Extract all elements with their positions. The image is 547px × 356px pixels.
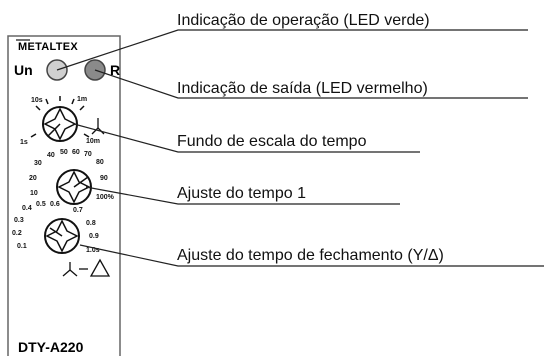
dial-time-range-label-1m: 1m xyxy=(77,96,87,103)
dial-adjust1-label-70: 70 xyxy=(84,151,92,158)
dial-closing-label-0.7: 0.7 xyxy=(73,207,83,214)
star-delta-icon xyxy=(62,258,111,277)
dial-adjust1-label-90: 90 xyxy=(100,175,108,182)
led-label-un: Un xyxy=(14,62,33,78)
annotation-time-range: Fundo de escala do tempo xyxy=(177,133,367,150)
dial-time-range-label-10m: 10m xyxy=(86,138,100,145)
dial-time-range[interactable] xyxy=(30,96,90,142)
dial-adjust1-label-60: 60 xyxy=(72,149,80,156)
dial-closing-label-0.4: 0.4 xyxy=(22,205,32,212)
dial-time-range-label-1s: 1s xyxy=(20,139,28,146)
dial-closing-label-0.6: 0.6 xyxy=(50,201,60,208)
callout-lines xyxy=(56,29,544,267)
dial-closing-label-0.8: 0.8 xyxy=(86,220,96,227)
annotation-output-led: Indicação de saída (LED vermelho) xyxy=(177,80,428,97)
annotation-operation-led: Indicação de operação (LED verde) xyxy=(177,12,430,29)
dial-time-adjust-1[interactable] xyxy=(56,169,92,205)
dial-closing-label-0.5: 0.5 xyxy=(36,201,46,208)
annotation-time-adjust-1: Ajuste do tempo 1 xyxy=(177,185,306,202)
brand-logo: METALTEX xyxy=(18,41,78,53)
dial-time-adjust-closing[interactable] xyxy=(44,218,80,254)
dial-adjust1-label-50: 50 xyxy=(60,149,68,156)
dial-adjust1-label-30: 30 xyxy=(34,160,42,167)
dial-closing-label-0.3: 0.3 xyxy=(14,217,24,224)
dial-adjust1-label-10: 10 xyxy=(30,190,38,197)
dial-adjust1-label-20: 20 xyxy=(29,175,37,182)
dial-adjust1-label-40: 40 xyxy=(47,152,55,159)
led-label-r: R xyxy=(110,62,120,78)
dial-adjust1-label-80: 80 xyxy=(96,159,104,166)
dial-time-range-label-10s: 10s xyxy=(31,97,43,104)
dial-adjust1-label-100: 100% xyxy=(96,194,115,201)
dial-closing-label-0.1: 0.1 xyxy=(17,243,27,250)
model-label: DTY-A220 xyxy=(18,339,84,355)
dial-closing-label-0.9: 0.9 xyxy=(89,233,99,240)
dial-closing-label-1.0s: 1.0s xyxy=(86,247,100,254)
annotation-time-adjust-closing: Ajuste do tempo de fechamento (Y/Δ) xyxy=(177,247,444,264)
dial-closing-label-0.2: 0.2 xyxy=(12,230,22,237)
